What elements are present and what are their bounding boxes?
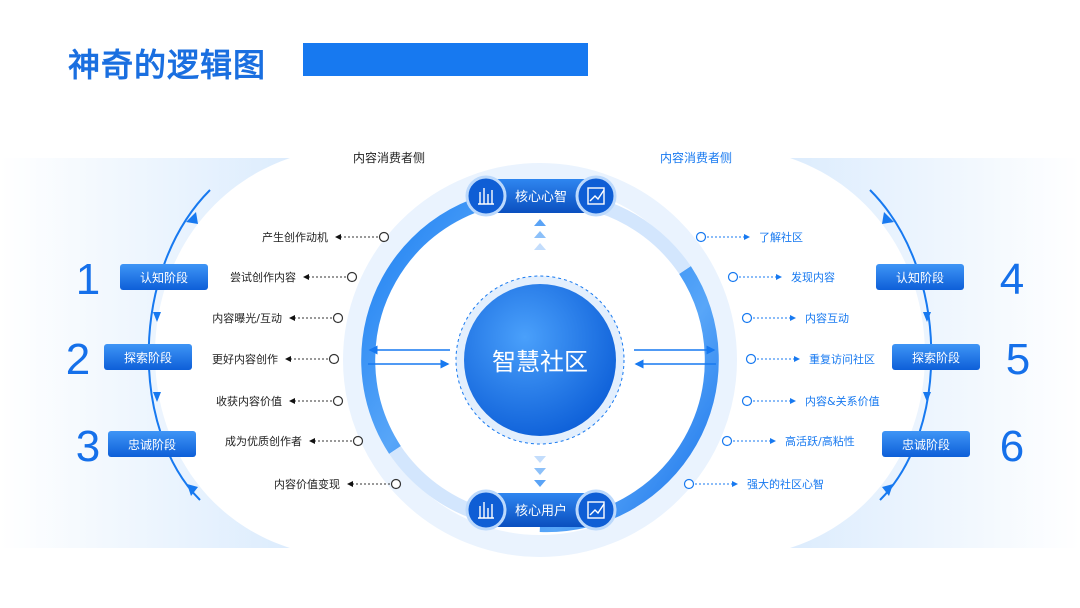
right-item-label: 了解社区 [759,230,803,244]
right-stage-1: 认知阶段 4 [876,255,1024,304]
top-chevrons [534,219,546,250]
stage-pill [120,264,208,290]
bar-chart-icon [478,188,494,205]
stage-pill [108,431,196,457]
item-dot [741,312,753,324]
item-dot [695,231,707,243]
stage-label: 探索阶段 [124,350,172,365]
right-side-header: 内容消费者侧 [660,150,732,165]
item-dot [721,435,733,447]
page-title: 神奇的逻辑图 [68,46,267,84]
item-dot [332,395,344,407]
item-dot [727,271,739,283]
stage-label: 忠诚阶段 [128,437,176,452]
center-circle [464,284,616,436]
item-dot [346,271,358,283]
left-item-label: 收获内容价值 [216,394,282,408]
stage-pill [104,344,192,370]
core-user-label: 核心用户 [515,503,567,519]
right-item-label: 发现内容 [791,270,835,284]
right-item: 内容&关系价值 [741,394,880,408]
left-item-label: 更好内容创作 [212,352,278,366]
stage-number: 2 [66,335,90,384]
title-accent-bar [303,43,588,76]
stage-label: 认知阶段 [896,270,944,285]
right-item: 强大的社区心智 [683,477,824,491]
main-ring-inner-glow [343,163,737,557]
item-dot [352,435,364,447]
stage-pill [882,431,970,457]
trend-chart-icon [587,187,605,205]
left-item-label: 内容价值变现 [274,477,340,491]
right-item-label: 内容&关系价值 [805,394,880,408]
stage-number: 5 [1006,335,1030,384]
core-user-node: 核心用户 [465,489,617,531]
right-item: 内容互动 [741,311,849,325]
left-item: 内容价值变现 [274,477,402,491]
stage-label: 探索阶段 [912,350,960,365]
right-item-label: 强大的社区心智 [747,477,824,491]
right-item: 高活跃/高粘性 [721,434,855,448]
left-item-label: 内容曝光/互动 [212,311,282,325]
left-stage-1: 认知阶段 1 [76,255,208,304]
core-mind-node: 核心心智 [465,175,617,217]
left-item-label: 成为优质创作者 [225,435,302,448]
stage-number: 6 [1000,422,1024,471]
left-item: 更好内容创作 [212,352,340,366]
left-item-label: 产生创作动机 [262,230,328,244]
item-dot [390,478,402,490]
arc-arrowheads [153,212,931,496]
center-label: 智慧社区 [492,348,588,376]
stage-number: 3 [76,422,100,471]
right-stage-2: 探索阶段 5 [892,335,1030,384]
stage-pill [892,344,980,370]
item-dot [741,395,753,407]
left-item: 尝试创作内容 [230,270,358,284]
left-item-label: 尝试创作内容 [230,270,296,284]
stage-label: 认知阶段 [140,270,188,285]
left-item: 收获内容价值 [216,394,344,408]
stage-number: 4 [1000,255,1024,304]
left-side-header: 内容消费者侧 [353,150,425,165]
stage-number: 1 [76,255,100,304]
item-dot [332,312,344,324]
right-exchange-arrows [634,345,716,369]
left-item: 产生创作动机 [262,230,390,244]
right-item-label: 高活跃/高粘性 [785,434,855,448]
stage-pill [876,264,964,290]
stage-label: 忠诚阶段 [902,437,950,452]
bar-chart-icon [478,502,494,519]
left-item-list: 产生创作动机尝试创作内容内容曝光/互动更好内容创作收获内容价值成为优质创作者内容… [212,230,402,491]
right-item: 重复访问社区 [745,352,875,366]
left-exchange-arrows [368,345,450,369]
right-item-label: 内容互动 [805,311,849,325]
left-stage-3: 忠诚阶段 3 [76,422,196,471]
item-dot [745,353,757,365]
trend-chart-icon [587,501,605,519]
core-mind-label: 核心心智 [515,190,567,205]
stage-list: 认知阶段 1 探索阶段 2 忠诚阶段 3 认知阶段 4 探索阶段 5 忠诚阶段 6 [66,255,1030,471]
right-item: 发现内容 [727,270,835,284]
right-stage-3: 忠诚阶段 6 [882,422,1024,471]
left-stage-2: 探索阶段 2 [66,335,192,384]
bottom-chevrons [534,456,546,487]
left-item: 内容曝光/互动 [212,311,344,325]
item-dot [683,478,695,490]
right-item-label: 重复访问社区 [809,352,875,366]
left-item: 成为优质创作者 [225,435,364,448]
item-dot [328,353,340,365]
right-item: 了解社区 [695,230,803,244]
item-dot [378,231,390,243]
